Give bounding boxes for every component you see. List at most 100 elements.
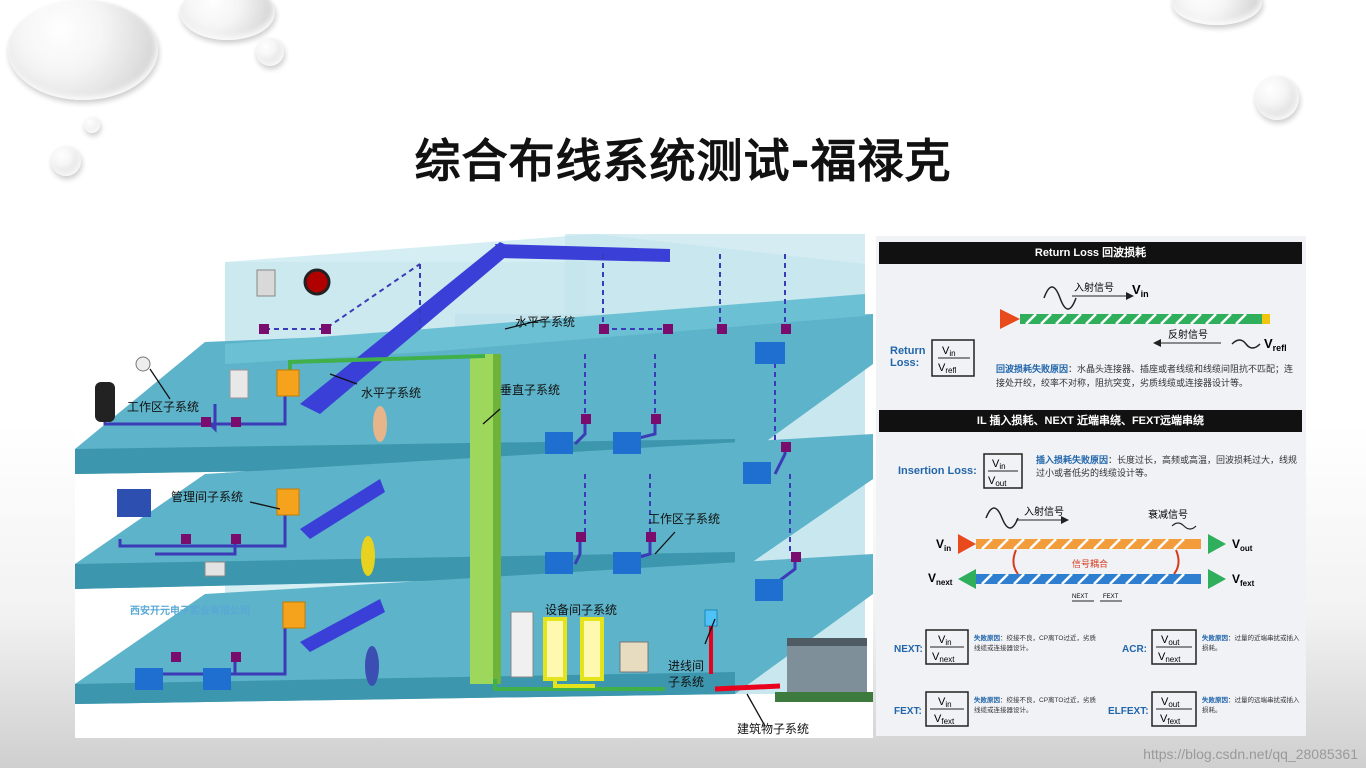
- formula-denominator: Vrefl: [938, 362, 957, 375]
- attenuated-signal-label: 衰减信号: [1148, 508, 1188, 521]
- label-admin: 管理间子系统: [171, 489, 243, 504]
- equipment-box: [619, 641, 649, 673]
- label-entrance-line1: 进线间: [668, 659, 704, 673]
- elfext-cause: 失败原因：过量的远端串扰或插入损耗。: [1202, 697, 1300, 714]
- horizontal-duct-mid: [300, 479, 385, 539]
- v-refl-symbol: Vrefl: [1264, 336, 1287, 353]
- coupling-label: 信号耦合: [1072, 558, 1108, 569]
- cable-end-red: [958, 534, 976, 554]
- camera-device: [135, 356, 151, 372]
- building-cabling-diagram: 水平子系统 水平子系统 垂直子系统 工作区子系统 管理间子系统 工作区子系统 设…: [75, 234, 873, 738]
- label-company: 西安开元电子实业有限公司: [130, 604, 250, 617]
- dashed-cables: [265, 254, 791, 554]
- elfext-label: ELFEXT:: [1108, 706, 1149, 717]
- formula-denominator: Vout: [988, 475, 1007, 488]
- cable-runs: [103, 384, 797, 676]
- acr-label: ACR:: [1122, 644, 1147, 655]
- horizontal-duct-top-2: [495, 244, 670, 262]
- cable-end-yellow: [1262, 314, 1270, 324]
- floor-slab-bottom-edge: [75, 672, 735, 704]
- fext-small-label: FEXT: [1103, 594, 1119, 600]
- cable-twist: [1025, 313, 1247, 325]
- fext-label: FEXT:: [894, 706, 922, 717]
- twisted-cable: [1020, 314, 1264, 324]
- equipment-rack: [543, 617, 567, 681]
- ground: [775, 692, 873, 702]
- reflected-signal-label: 反射信号: [1168, 329, 1208, 341]
- insertion-loss-label: Insertion Loss:: [898, 465, 977, 477]
- water-drop-decoration: [256, 38, 284, 66]
- callout-lines: [149, 318, 766, 727]
- test-panel-svg: 入射信号 Vin 反射信号 Vrefl Return Loss: Vin Vre…: [890, 282, 1293, 388]
- return-loss-label: Return: [890, 345, 926, 357]
- formula-denominator: Vfext: [1160, 713, 1181, 726]
- label-horizontal-mid: 水平子系统: [361, 386, 421, 400]
- label-building: 建筑物子系统: [737, 721, 809, 736]
- formula-numerator: Vin: [938, 634, 952, 647]
- horizontal-duct-bottom: [300, 599, 385, 652]
- formula-bracket: [931, 339, 975, 377]
- horizontal-duct-top: [300, 242, 515, 414]
- entrance-device: [704, 609, 718, 627]
- v-next-symbol: Vnext: [928, 571, 953, 587]
- person-icon: [373, 406, 387, 442]
- incident-signal-label: 入射信号: [1074, 282, 1114, 294]
- incident-signal-label-2: 入射信号: [1024, 506, 1064, 518]
- cable-end-red: [1000, 309, 1020, 329]
- signal-wave: [1171, 522, 1197, 530]
- label-work-area-right: 工作区子系统: [648, 512, 720, 526]
- label-equipment: 设备间子系统: [545, 603, 617, 617]
- il-next-fext-header: IL 插入损耗、NEXT 近端串绕、FEXT远端串绕: [879, 410, 1302, 432]
- computer-icons: [117, 342, 785, 690]
- water-drop-decoration: [51, 146, 81, 176]
- signal-wave: [1231, 339, 1261, 349]
- formula-denominator: Vfext: [934, 713, 955, 726]
- wall-device: [229, 369, 249, 399]
- label-vertical: 垂直子系统: [500, 383, 560, 397]
- formula-numerator: Vout: [1161, 696, 1180, 709]
- water-drop-decoration: [1255, 76, 1299, 120]
- vertical-riser-side: [493, 354, 501, 684]
- label-horizontal-top: 水平子系统: [515, 315, 575, 329]
- cable-end-green: [958, 569, 976, 589]
- cable-end-green: [1208, 569, 1226, 589]
- il-cause: 插入损耗失败原因：长度过长，高频或高温，回波损耗过大，线规过小或者低劣的线缆设计…: [1036, 455, 1297, 478]
- phone-device: [204, 561, 226, 577]
- next-small-label: NEXT: [1072, 594, 1088, 600]
- formula-bracket: [983, 453, 1023, 489]
- person-icon: [361, 536, 375, 576]
- formula-denominator: Vnext: [932, 651, 955, 664]
- outside-building: [787, 644, 867, 694]
- admin-box-top: [276, 369, 300, 397]
- outlets: [171, 324, 801, 662]
- equipment-rack: [580, 617, 604, 681]
- formula-bracket: [1151, 629, 1197, 665]
- orange-pair: [976, 539, 1201, 549]
- building-cable: [714, 683, 781, 692]
- next-label: NEXT:: [894, 644, 923, 655]
- coupling-arrow: [1012, 549, 1019, 575]
- admin-box-mid: [276, 488, 300, 516]
- next-cause: 失败原因：绞接不良，CP离TO过近，劣质线缆或连接器设计。: [974, 635, 1096, 652]
- formula-bracket: [1151, 691, 1197, 727]
- formula-numerator: Vin: [942, 345, 956, 358]
- blue-pair: [976, 574, 1201, 584]
- v-in-symbol: Vin: [1132, 282, 1149, 299]
- wall-device: [256, 269, 276, 297]
- arrow-head: [1126, 292, 1134, 300]
- v-in-symbol: Vin: [936, 537, 951, 553]
- label-work-area-left: 工作区子系统: [127, 400, 199, 414]
- water-drop-decoration: [180, 0, 275, 40]
- formula-bracket: [925, 691, 969, 727]
- label-entrance-line2: 子系统: [668, 675, 704, 689]
- water-drop-decoration: [1172, 0, 1262, 25]
- formula-numerator: Vout: [1161, 634, 1180, 647]
- formula-numerator: Vin: [938, 696, 952, 709]
- return-loss-header: Return Loss 回波损耗: [879, 242, 1302, 264]
- building-diagram-svg: 水平子系统 水平子系统 垂直子系统 工作区子系统 管理间子系统 工作区子系统 设…: [75, 234, 873, 736]
- equipment-cable: [493, 679, 665, 691]
- signal-wave: [1043, 286, 1077, 310]
- cable-twist: [981, 538, 1185, 550]
- speaker-device: [95, 382, 115, 422]
- return-loss-cause: 回波损耗失败原因：水晶头连接器、插座或者线缆和线缆间阻抗不匹配；连接处开绞，绞率…: [996, 364, 1293, 388]
